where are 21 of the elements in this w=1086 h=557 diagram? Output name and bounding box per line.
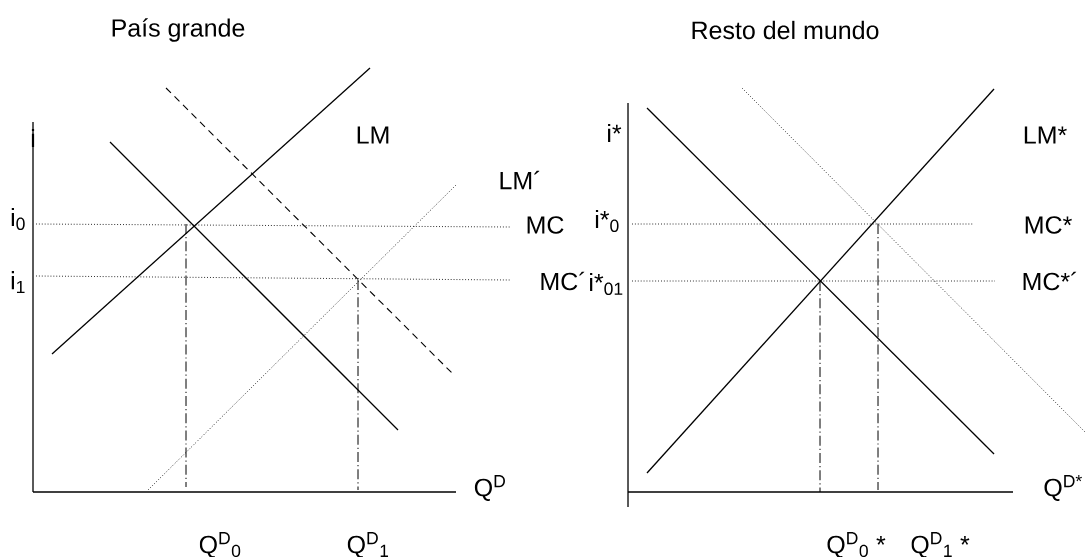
axis-label: i* bbox=[608, 123, 622, 143]
chart-title: País grande bbox=[112, 18, 245, 42]
axis-label: i$_{0}$ bbox=[11, 208, 25, 230]
axis-label: Q$^{D*}$ bbox=[1044, 475, 1082, 501]
axis-label: Q$^{D}$$_{1}$ * bbox=[911, 532, 970, 557]
axis-label: Q$^{D}$$_{0}$ * bbox=[827, 532, 886, 557]
axis-label: Q$^{D}$1 bbox=[347, 532, 389, 557]
axis-label: MC* bbox=[1025, 216, 1072, 234]
axis-label: Q$^{D}$0 bbox=[199, 532, 241, 557]
axis-label: i*$_{01}$ bbox=[590, 273, 623, 295]
axis-label: MC bbox=[527, 216, 564, 234]
axis-label: i$_{1}$ bbox=[11, 271, 25, 293]
axis-label: LM bbox=[357, 126, 389, 144]
axis-label: LM* bbox=[1024, 126, 1067, 144]
axis-label: MC´ bbox=[541, 271, 585, 291]
axis-label: LM´ bbox=[500, 170, 540, 190]
axis-label: i*$_{0}$ bbox=[595, 210, 619, 232]
chart-title: Resto del mundo bbox=[692, 20, 879, 40]
axis-label: Q$^{D}$ bbox=[474, 475, 505, 501]
axis-label: i bbox=[31, 128, 35, 148]
axis-label: MC*´ bbox=[1023, 271, 1077, 291]
